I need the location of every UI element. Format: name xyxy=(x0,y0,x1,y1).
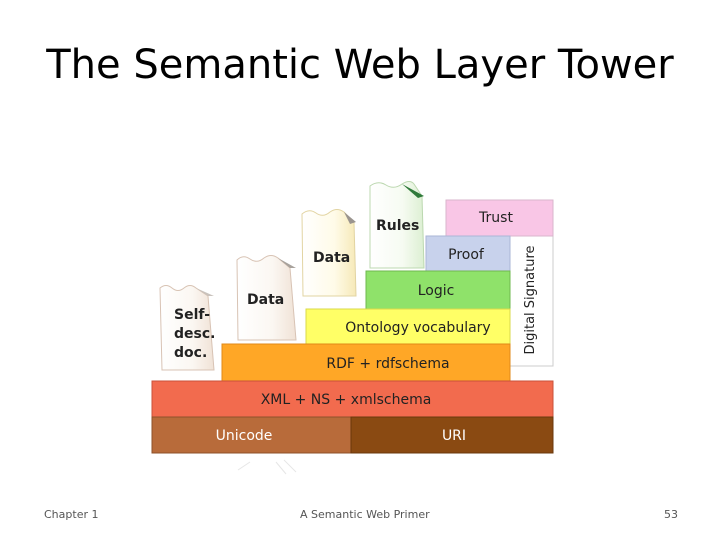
footer-page-number: 53 xyxy=(664,508,678,521)
uri-label: URI xyxy=(442,428,466,444)
proof-layer: Proof xyxy=(425,235,511,272)
footer-book-title: A Semantic Web Primer xyxy=(300,508,430,521)
self-desc-line-3: doc. xyxy=(174,345,207,361)
trust-layer: Trust xyxy=(445,199,554,237)
rdf-layer: RDF + rdfschema xyxy=(221,343,511,382)
slide-title: The Semantic Web Layer Tower xyxy=(46,42,674,88)
self-desc-line-2: desc. xyxy=(174,326,215,342)
logic-layer: Logic xyxy=(365,270,511,310)
unicode-layer: Unicode xyxy=(151,416,352,454)
digital-signature-layer: Digital Signature xyxy=(509,235,554,367)
rules-doc: Rules xyxy=(369,181,425,269)
ontology-label: Ontology vocabulary xyxy=(345,320,490,336)
xml-layer: XML + NS + xmlschema xyxy=(151,380,554,418)
rules-doc-label: Rules xyxy=(376,218,419,234)
data-doc-upper-label: Data xyxy=(313,250,350,266)
logic-label: Logic xyxy=(418,283,455,299)
decorative-marks xyxy=(237,459,297,475)
data-doc-lower-label: Data xyxy=(247,292,284,308)
ontology-layer: Ontology vocabulary xyxy=(305,308,511,345)
data-doc-upper: Data xyxy=(301,209,357,297)
trust-label: Trust xyxy=(478,210,513,226)
unicode-label: Unicode xyxy=(216,428,273,444)
proof-label: Proof xyxy=(448,247,485,263)
self-desc-line-1: Self- xyxy=(174,307,210,323)
data-doc-lower: Data xyxy=(236,255,297,341)
uri-layer: URI xyxy=(350,416,554,454)
self-desc-doc: Self- desc. doc. xyxy=(159,285,215,371)
footer-chapter: Chapter 1 xyxy=(44,508,99,521)
digital-signature-label: Digital Signature xyxy=(523,245,538,354)
xml-label: XML + NS + xmlschema xyxy=(261,392,432,408)
rdf-label: RDF + rdfschema xyxy=(326,356,449,372)
